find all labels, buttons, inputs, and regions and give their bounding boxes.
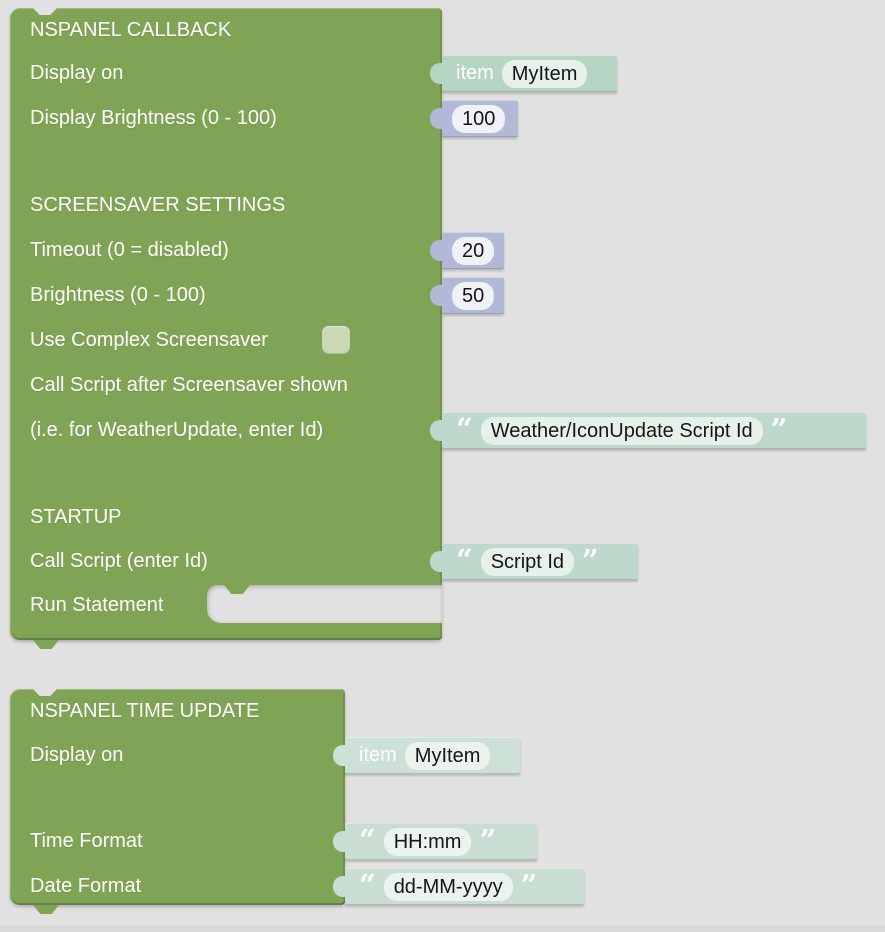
next-connection-tab [33, 640, 59, 649]
item-label: item [359, 744, 397, 766]
previous-connection-notch [33, 689, 57, 696]
heading-screensaver-settings: SCREENSAVER SETTINGS [30, 194, 286, 216]
close-quote-icon: ” [520, 867, 538, 902]
open-quote-icon: “ [456, 411, 473, 446]
label-call-script-after-line2: (i.e. for WeatherUpdate, enter Id) [30, 419, 324, 441]
item-name-field[interactable]: MyItem [501, 59, 588, 88]
string-block-startup-script[interactable]: “ Script Id ” [430, 542, 638, 580]
label-date-format: Date Format [30, 875, 142, 897]
string-field[interactable]: HH:mm [383, 827, 472, 856]
item-label: item [456, 62, 494, 84]
number-field[interactable]: 20 [452, 236, 495, 265]
number-block-timeout[interactable]: 20 [430, 232, 504, 269]
close-quote-icon: ” [770, 411, 788, 446]
next-connection-tab [33, 905, 59, 914]
string-field[interactable]: dd-MM-yyyy [383, 872, 513, 901]
use-complex-screensaver-checkbox[interactable] [322, 326, 350, 354]
item-name-field[interactable]: MyItem [404, 741, 491, 770]
statement-connection-notch [224, 585, 250, 594]
label-call-script-after-line1: Call Script after Screensaver shown [30, 374, 348, 396]
previous-connection-notch [33, 8, 57, 15]
label-time-format: Time Format [30, 830, 143, 852]
open-quote-icon: “ [359, 822, 376, 857]
string-block-date-format[interactable]: “ dd-MM-yyyy ” [333, 867, 584, 905]
string-block-screensaver-script[interactable]: “ Weather/IconUpdate Script Id ” [430, 411, 866, 449]
open-quote-icon: “ [456, 542, 473, 577]
number-block-display-brightness[interactable]: 100 [430, 100, 518, 137]
run-statement-slot[interactable] [207, 585, 442, 623]
number-block-brightness[interactable]: 50 [430, 277, 504, 314]
label-use-complex-screensaver: Use Complex Screensaver [30, 329, 268, 351]
label-run-statement: Run Statement [30, 594, 164, 616]
label-startup-call-script: Call Script (enter Id) [30, 550, 208, 572]
label-display-brightness: Display Brightness (0 - 100) [30, 107, 277, 129]
label-brightness: Brightness (0 - 100) [30, 284, 206, 306]
string-field[interactable]: Script Id [480, 547, 575, 576]
string-block-time-format[interactable]: “ HH:mm ” [333, 822, 537, 860]
label-display-on: Display on [30, 744, 124, 766]
string-field[interactable]: Weather/IconUpdate Script Id [480, 416, 763, 445]
workspace-bottom-edge [0, 926, 885, 932]
block-title: NSPANEL TIME UPDATE [30, 700, 260, 722]
number-field[interactable]: 100 [452, 104, 506, 133]
open-quote-icon: “ [359, 867, 376, 902]
label-timeout: Timeout (0 = disabled) [30, 239, 229, 261]
heading-startup: STARTUP [30, 506, 122, 528]
nspanel-time-update-block[interactable]: NSPANEL TIME UPDATE Display on Time Form… [10, 689, 345, 905]
number-field[interactable]: 50 [452, 281, 495, 310]
label-display-on: Display on [30, 62, 124, 84]
item-picker-block[interactable]: item MyItem [430, 55, 617, 92]
nspanel-callback-block[interactable]: NSPANEL CALLBACK Display on Display Brig… [10, 8, 442, 640]
close-quote-icon: ” [582, 542, 599, 577]
close-quote-icon: ” [479, 822, 497, 857]
item-picker-block[interactable]: item MyItem [333, 737, 520, 774]
block-title: NSPANEL CALLBACK [30, 19, 232, 41]
